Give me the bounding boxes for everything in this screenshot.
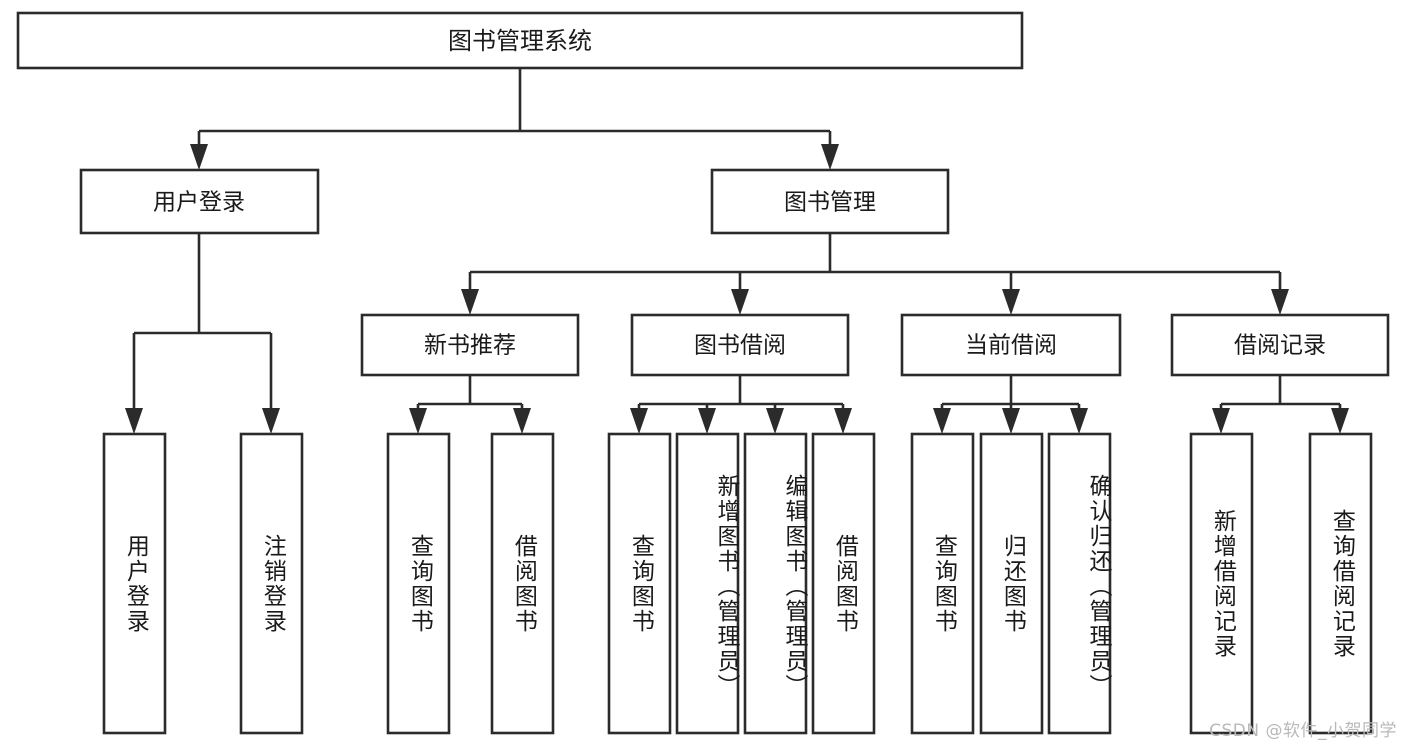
node-leaf-query-book-3-box[interactable] — [910, 432, 975, 735]
node-borrow-record[interactable]: 借阅记录 — [1170, 313, 1390, 377]
arrowhead-leaf-query-book-1 — [409, 408, 427, 434]
node-current-borrow-label: 当前借阅 — [965, 333, 1057, 359]
node-root-label: 图书管理系统 — [448, 27, 592, 55]
node-new-book-recommend-label: 新书推荐 — [424, 333, 516, 359]
edge-group-new-book-recommend — [409, 375, 531, 434]
node-leaf-user-login-label: 用户登录 — [122, 533, 149, 634]
edge-group-borrow-record — [1212, 375, 1349, 434]
arrowhead-new-book-recommend — [461, 289, 479, 315]
arrowhead-leaf-add-record — [1212, 408, 1230, 434]
node-leaf-query-book-3-label: 查询图书 — [930, 533, 957, 634]
node-leaf-return-book-box[interactable] — [979, 432, 1044, 735]
node-user-login[interactable]: 用户登录 — [79, 168, 320, 235]
arrowhead-borrow-record — [1271, 289, 1289, 315]
node-leaf-return-book-label: 归还图书 — [999, 533, 1026, 634]
edge-group-book-borrow — [630, 375, 852, 434]
node-book-management-label: 图书管理 — [784, 190, 876, 216]
arrowhead-leaf-borrow-book-2 — [834, 408, 852, 434]
arrowhead-leaf-borrow-book-1 — [513, 408, 531, 434]
node-root-box[interactable] — [16, 11, 1024, 70]
node-leaf-query-record-label: 查询借阅记录 — [1328, 508, 1355, 659]
node-leaf-edit-book-label: 编辑图书（管理员） — [781, 474, 807, 699]
node-leaf-borrow-book-1-box[interactable] — [490, 432, 555, 735]
node-book-borrow-box[interactable] — [630, 313, 850, 377]
node-leaf-query-book-2-box[interactable] — [607, 432, 672, 735]
node-leaf-add-record-label: 新增借阅记录 — [1209, 508, 1236, 659]
arrowhead-leaf-query-record — [1331, 408, 1349, 434]
arrowhead-leaf-add-book — [698, 408, 716, 434]
node-new-book-recommend-box[interactable] — [360, 313, 580, 377]
node-leaf-query-book-1-box[interactable] — [386, 432, 451, 735]
arrowhead-book-management — [821, 144, 839, 170]
node-leaf-confirm-return-label: 确认归还（管理员） — [1085, 474, 1111, 699]
node-leaf-query-record-box[interactable] — [1308, 432, 1373, 735]
arrowhead-leaf-query-book-3 — [933, 408, 951, 434]
node-current-borrow-box[interactable] — [900, 313, 1122, 377]
node-book-management-box[interactable] — [710, 168, 950, 235]
arrowhead-leaf-user-login — [125, 408, 143, 434]
node-leaf-add-book-label: 新增图书（管理员） — [713, 474, 739, 699]
node-current-borrow[interactable]: 当前借阅 — [900, 313, 1122, 377]
edge-group-user-login — [125, 233, 280, 434]
arrowhead-current-borrow — [1002, 289, 1020, 315]
node-user-login-label: 用户登录 — [153, 190, 245, 216]
leaf-boxes — [102, 432, 1373, 735]
node-leaf-logout-login-label: 注销登录 — [259, 533, 286, 634]
arrowhead-book-borrow — [731, 289, 749, 315]
node-leaf-add-book-box[interactable] — [675, 432, 740, 735]
node-leaf-query-book-2-label: 查询图书 — [627, 533, 654, 634]
arrowhead-leaf-logout-login — [262, 408, 280, 434]
node-user-login-box[interactable] — [79, 168, 320, 235]
arrowhead-leaf-query-book-2 — [630, 408, 648, 434]
node-borrow-record-label: 借阅记录 — [1234, 333, 1326, 359]
node-leaf-user-login-box[interactable] — [102, 432, 167, 735]
node-book-borrow-label: 图书借阅 — [694, 333, 786, 359]
node-root[interactable]: 图书管理系统 — [16, 11, 1024, 70]
node-book-management[interactable]: 图书管理 — [710, 168, 950, 235]
node-leaf-logout-login-box[interactable] — [239, 432, 304, 735]
arrowhead-leaf-edit-book — [766, 408, 784, 434]
node-leaf-add-record-box[interactable] — [1189, 432, 1254, 735]
node-new-book-recommend[interactable]: 新书推荐 — [360, 313, 580, 377]
arrowhead-leaf-confirm-return — [1070, 408, 1088, 434]
node-book-borrow[interactable]: 图书借阅 — [630, 313, 850, 377]
node-leaf-borrow-book-2-box[interactable] — [811, 432, 876, 735]
node-borrow-record-box[interactable] — [1170, 313, 1390, 377]
edge-group-root — [190, 68, 839, 170]
node-leaf-borrow-book-1-label: 借阅图书 — [510, 533, 537, 634]
arrowhead-leaf-return-book — [1002, 408, 1020, 434]
edge-group-book-management — [461, 233, 1289, 315]
arrowhead-user-login — [190, 144, 208, 170]
node-leaf-edit-book-box[interactable] — [743, 432, 808, 735]
node-leaf-confirm-return-box[interactable] — [1047, 432, 1112, 735]
node-leaf-query-book-1-label: 查询图书 — [406, 533, 433, 634]
node-leaf-borrow-book-2-label: 借阅图书 — [831, 533, 858, 634]
edge-group-current-borrow — [933, 375, 1088, 434]
